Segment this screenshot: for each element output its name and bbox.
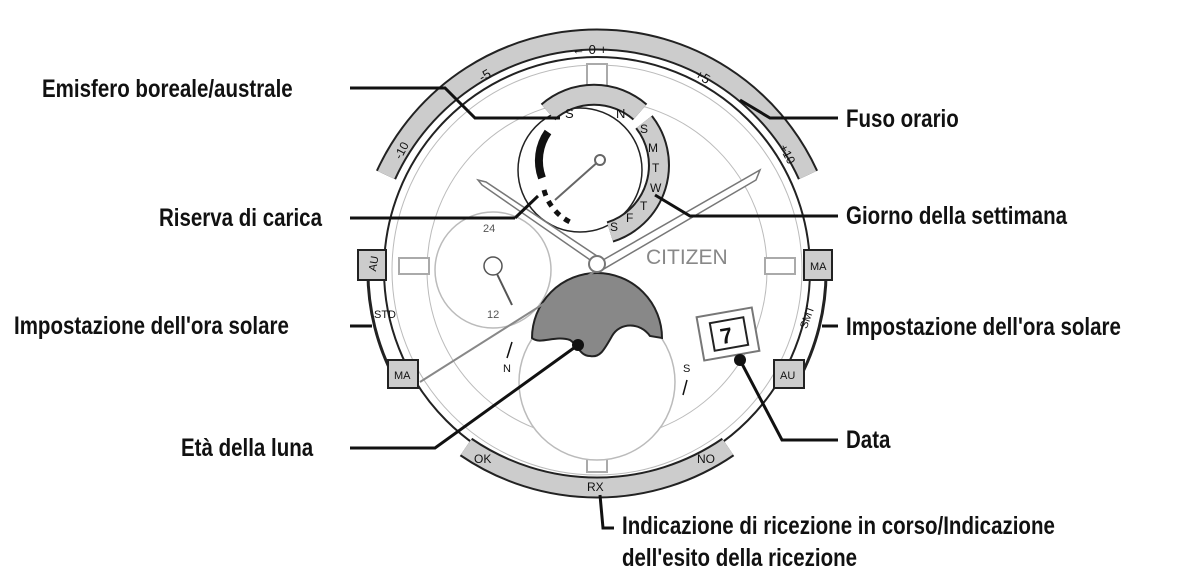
subdial-24: 24	[483, 223, 495, 235]
leader-lines	[350, 86, 838, 530]
reception-ok: OK	[474, 452, 491, 466]
date-window: 7	[695, 306, 761, 362]
date-value: 7	[718, 322, 734, 349]
reception-rx: RX	[587, 480, 604, 494]
subdial-12: 12	[487, 309, 499, 321]
dst-left-ma: MA	[394, 370, 411, 382]
weekday-scale: S M T W T F S	[606, 115, 670, 243]
callout-power-reserve: Riserva di carica	[159, 204, 322, 232]
moon-hemisphere-n: N	[503, 363, 511, 375]
hemisphere-n: N	[616, 106, 625, 121]
dst-right-smt: SMT	[798, 304, 817, 330]
hour-markers	[398, 63, 796, 473]
dst-right-scale: MA SMT AU	[773, 249, 833, 389]
callout-date: Data	[846, 426, 891, 454]
hemisphere-s: S	[565, 106, 574, 121]
weekday-4: T	[640, 199, 648, 213]
callout-day-of-week: Giorno della settimana	[846, 202, 1068, 230]
power-reserve-subdial: S N	[517, 83, 648, 233]
date-callout-dot	[734, 354, 746, 366]
reception-scale: OK RX NO	[459, 437, 735, 499]
dst-left-std: STD	[374, 309, 396, 321]
callout-dst-left: Impostazione dell'ora solare	[14, 312, 289, 340]
callout-time-zone: Fuso orario	[846, 105, 959, 133]
weekday-3: W	[650, 181, 662, 195]
callout-reception-line2: dell'esito della ricezione	[622, 544, 858, 572]
weekday-6: S	[610, 220, 618, 234]
offset-center: ← 0 +	[572, 42, 607, 57]
dst-right-au: AU	[780, 370, 795, 382]
24h-subdial: 24 12	[434, 211, 552, 329]
dst-left-scale: AU STD MA	[357, 249, 419, 389]
weekday-1: M	[648, 141, 658, 155]
weekday-0: S	[640, 122, 648, 136]
moon-callout-dot	[572, 339, 584, 351]
moon-hemisphere-s: S	[683, 363, 690, 375]
reception-no: NO	[697, 452, 715, 466]
weekday-5: F	[626, 211, 633, 225]
offset-plus5: +5	[693, 67, 713, 87]
moon-phase-window: N S	[503, 272, 690, 461]
brand-logo: CITIZEN	[646, 246, 728, 269]
weekday-2: T	[652, 161, 660, 175]
callout-moon-age: Età della luna	[181, 434, 314, 462]
callout-hemisphere: Emisfero boreale/australe	[42, 75, 293, 103]
callout-reception-line1: Indicazione di ricezione in corso/Indica…	[622, 512, 1055, 540]
dst-left-au: AU	[367, 255, 381, 272]
hands	[419, 168, 762, 383]
dst-right-ma: MA	[810, 261, 827, 273]
callout-dst-right: Impostazione dell'ora solare	[846, 313, 1121, 341]
